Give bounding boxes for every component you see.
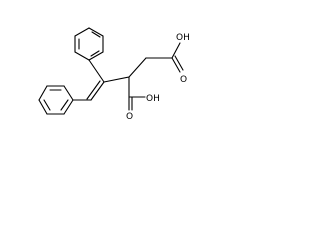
- lower-phenyl-ring: [38, 85, 74, 115]
- upper-c-oh-bond: [171, 42, 181, 59]
- vinyl-ch-bond: [103, 76, 130, 83]
- lower-c-o-double-bond: [128, 96, 133, 111]
- label-oh-top: OH: [176, 33, 190, 43]
- vinyl-double-bond: [86, 80, 105, 101]
- upper-phenyl-ring: [74, 27, 104, 61]
- molecule-structure: OH O OH O: [38, 27, 190, 122]
- ch-ch2-bond: [128, 57, 147, 78]
- upper-c-o-double-bond: [171, 55, 184, 73]
- label-o-top: O: [180, 75, 187, 85]
- label-oh-bottom: OH: [146, 94, 160, 104]
- label-o-bottom: O: [126, 112, 133, 122]
- ring-vinyl-bond: [88, 59, 105, 83]
